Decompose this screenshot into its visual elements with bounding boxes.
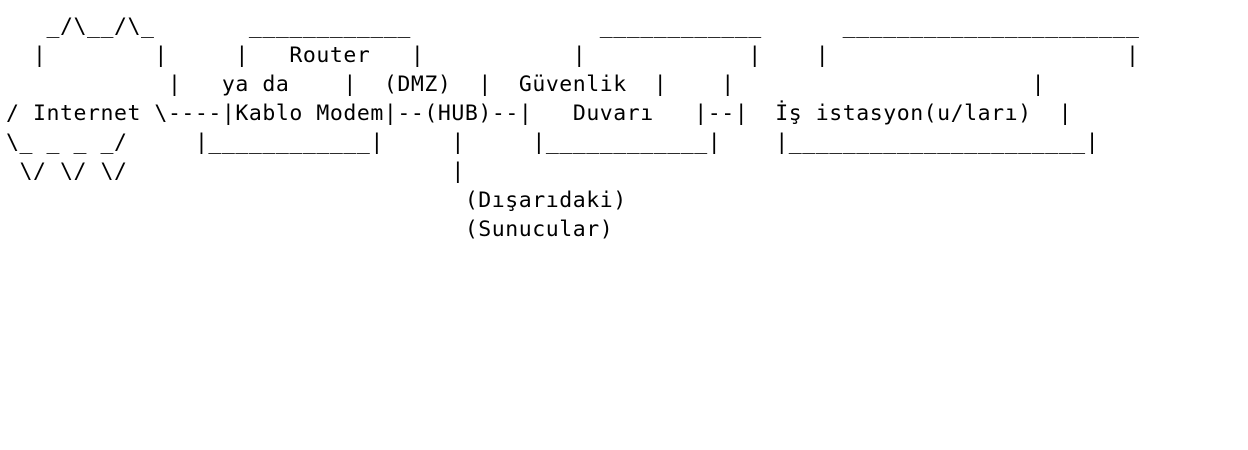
external-servers-label-line-2[interactable]: (Sunucular) [464,217,614,242]
diagram-row-4: / Internet \----|Kablo Modem|--(HUB)--| … [6,101,1072,126]
hub-node[interactable]: (HUB) [424,101,492,126]
link-firewall-workstations: -- [707,101,735,126]
diagram-row-7: (Dışarıdaki) [6,188,627,213]
link-hub-servers-lower: | [451,159,465,184]
firewall-box-top-border: ____________ [586,14,776,39]
firewall-box-line-1[interactable]: | | [572,43,762,68]
diagram-row-3: | ya da | (DMZ) | Güvenlik | | | [6,72,1045,97]
internet-cloud-label-row[interactable]: / Internet \ [6,101,168,126]
diagram-row-2: | | | Router | | | | | [6,43,1140,68]
router-box-bottom-border: |____________| [194,130,384,155]
firewall-box-line-2[interactable]: | Güvenlik | [478,72,668,97]
cloud-bottom-scallops: \/ \/ \/ [6,159,128,184]
workstation-box-bottom-border: |______________________| [775,130,1100,155]
link-hub-servers-upper: | [451,130,465,155]
dmz-label: (DMZ) [383,72,452,97]
external-servers-label-line-1[interactable]: (Dışarıdaki) [464,188,627,213]
firewall-box-bottom-border: |____________| [532,130,722,155]
router-box-line-1[interactable]: | Router | [235,43,425,68]
cloud-top-edge: _/\__/\_ [6,14,155,39]
diagram-accessible-summary: _/\__/\_ ______________ ______________ _… [0,0,1,1]
link-router-hub: -- [397,101,425,126]
workstation-box-line-3[interactable]: | İş istasyon(u/ları) | [734,101,1073,126]
diagram-row-6: \/ \/ \/ | [6,159,465,184]
workstation-box-line-1[interactable]: | | [815,43,1140,68]
link-hub-firewall: -- [491,101,519,126]
diagram-row-8: (Sunucular) [6,217,613,242]
router-box-line-3[interactable]: |Kablo Modem| [221,101,398,126]
diagram-row-1: _/\__/\_ ____________ ____________ _____… [6,14,1153,39]
cloud-upper-sides: | | [6,43,168,68]
diagram-row-5: \_ _ _ _/ |____________| | |____________… [6,130,1099,155]
workstation-box-top-border: ______________________ [829,14,1154,39]
firewall-box-line-3[interactable]: | Duvarı | [518,101,708,126]
workstation-box-line-2[interactable]: | | [721,72,1046,97]
ascii-network-diagram: _/\__/\_ ____________ ____________ _____… [6,12,1153,244]
link-internet-router: ---- [167,101,222,126]
cloud-lower-edge: \_ _ _ _/ [6,130,128,155]
router-box-line-2[interactable]: | ya da | [167,72,357,97]
router-box-top-border: ____________ [235,14,425,39]
